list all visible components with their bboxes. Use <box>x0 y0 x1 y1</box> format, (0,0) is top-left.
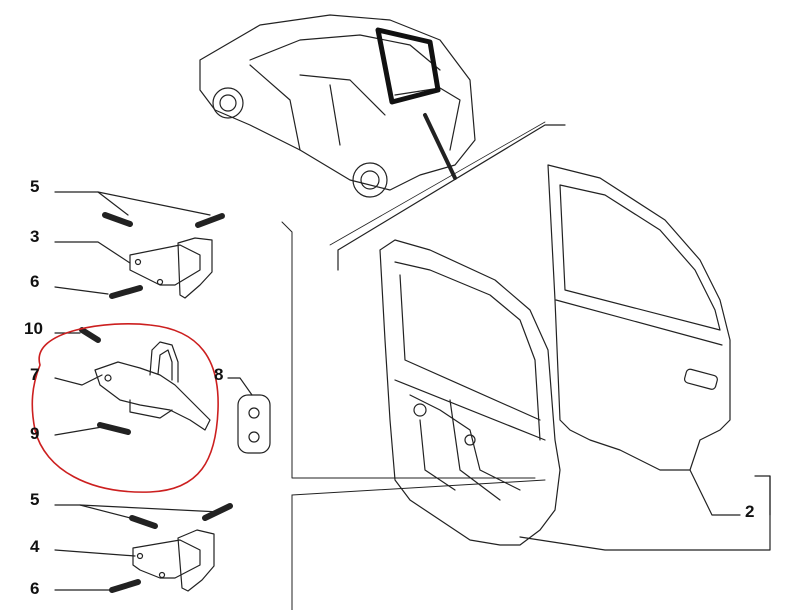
callout-8: 8 <box>214 365 224 384</box>
callout-10: 10 <box>24 319 43 338</box>
highlight-ring <box>31 322 219 493</box>
grommet-seal <box>237 394 271 454</box>
callout-5-bottom: 5 <box>30 490 40 509</box>
inner-door-panel <box>379 239 561 546</box>
callout-6-bottom: 6 <box>30 579 40 598</box>
callout-6-top: 6 <box>30 272 40 291</box>
callout-9: 9 <box>30 424 40 443</box>
callout-3: 3 <box>30 227 40 246</box>
upper-hinge-assembly <box>102 212 225 299</box>
callout-4: 4 <box>30 537 40 556</box>
lower-hinge-assembly <box>109 503 233 593</box>
car-illustration <box>199 14 476 198</box>
outer-door <box>547 164 731 471</box>
callout-2: 2 <box>745 502 755 521</box>
callout-7: 7 <box>30 365 40 384</box>
callout-5-top: 5 <box>30 177 40 196</box>
door-check-strap <box>79 327 211 435</box>
